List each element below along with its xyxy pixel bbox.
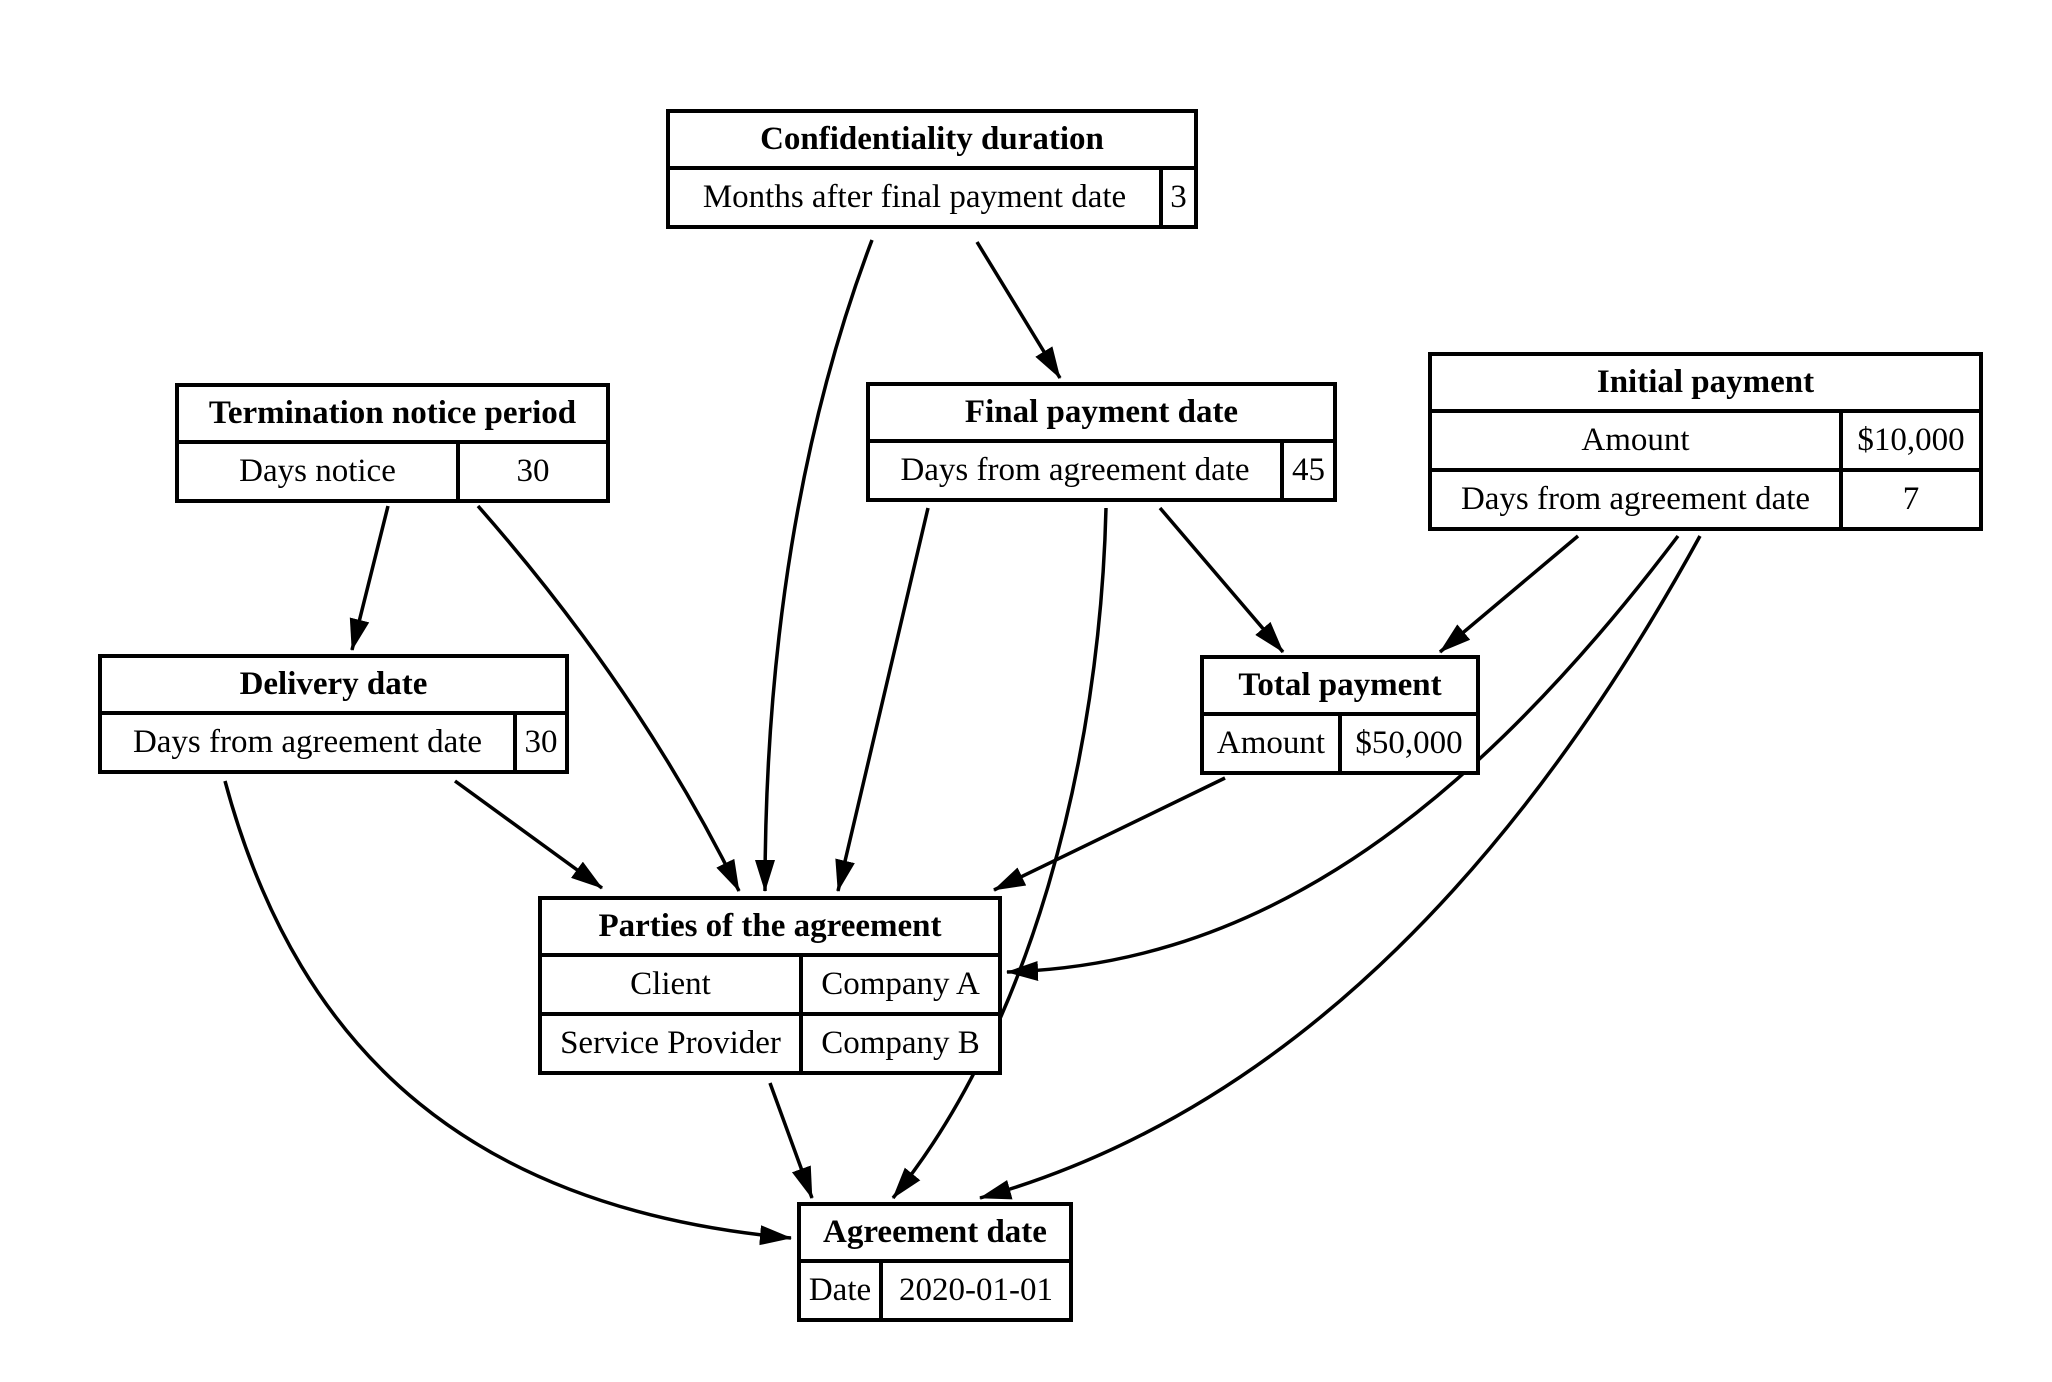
field-label: Days from agreement date: [1460, 481, 1811, 517]
table-row: Amount $50,000: [1204, 716, 1476, 771]
field-value: Company A: [799, 957, 998, 1012]
table-row: Days notice 30: [179, 444, 606, 499]
field-label: Days from agreement date: [132, 724, 483, 760]
node-title: Termination notice period: [179, 387, 606, 444]
node-parties-of-the-agreement: Parties of the agreement Client Company …: [538, 896, 1002, 1075]
table-row: Days from agreement date 7: [1432, 468, 1979, 527]
table-row: Months after final payment date 3: [670, 170, 1194, 225]
field-label: Amount: [1216, 725, 1326, 761]
field-label: Days notice: [239, 453, 396, 489]
field-label: Date: [808, 1272, 872, 1308]
node-confidentiality-duration: Confidentiality duration Months after fi…: [666, 109, 1198, 229]
edge-initial-payment-to-total-payment: [1438, 534, 1580, 654]
edge-total-payment-to-parties: [993, 776, 1226, 892]
field-label: Client: [630, 966, 711, 1002]
edge-delivery-to-parties: [453, 779, 604, 890]
node-title: Parties of the agreement: [542, 900, 998, 957]
node-agreement-date: Agreement date Date 2020-01-01: [797, 1202, 1073, 1322]
field-label: Service Provider: [560, 1025, 781, 1061]
edge-delivery-to-agreement: [223, 780, 792, 1246]
node-title: Confidentiality duration: [670, 113, 1194, 170]
node-title: Delivery date: [102, 658, 565, 715]
field-value: Company B: [799, 1016, 998, 1071]
edge-final-payment-to-total-payment: [1158, 506, 1285, 654]
field-value: 7: [1839, 472, 1979, 527]
node-title: Initial payment: [1432, 356, 1979, 413]
field-value: 45: [1280, 443, 1333, 498]
edge-final-payment-to-agreement: [891, 507, 1108, 1200]
node-delivery-date: Delivery date Days from agreement date 3…: [98, 654, 569, 774]
field-value: 30: [456, 444, 606, 499]
table-row: Client Company A: [542, 957, 998, 1012]
table-row: Days from agreement date 45: [870, 443, 1333, 498]
edge-confidentiality-to-parties: [755, 239, 874, 892]
edge-initial-payment-to-agreement: [979, 535, 1702, 1200]
edge-initial-payment-to-parties: [1006, 534, 1680, 982]
node-termination-notice-period: Termination notice period Days notice 30: [175, 383, 610, 503]
field-value: $10,000: [1839, 413, 1979, 468]
table-row: Date 2020-01-01: [801, 1263, 1069, 1318]
field-label: Days from agreement date: [900, 452, 1250, 488]
field-value: 2020-01-01: [879, 1263, 1069, 1318]
node-total-payment: Total payment Amount $50,000: [1200, 655, 1480, 775]
node-initial-payment: Initial payment Amount $10,000 Days from…: [1428, 352, 1983, 531]
edge-parties-to-agreement: [768, 1082, 814, 1199]
edge-termination-to-parties: [476, 504, 741, 892]
table-row: Service Provider Company B: [542, 1012, 998, 1071]
node-title: Total payment: [1204, 659, 1476, 716]
table-row: Amount $10,000: [1432, 413, 1979, 468]
field-label: Months after final payment date: [702, 179, 1127, 215]
field-value: $50,000: [1338, 716, 1476, 771]
field-value: 3: [1159, 170, 1194, 225]
edge-confidentiality-to-final-payment: [975, 241, 1062, 379]
edge-final-payment-to-parties: [835, 507, 930, 892]
node-final-payment-date: Final payment date Days from agreement d…: [866, 382, 1337, 502]
field-value: 30: [513, 715, 565, 770]
node-title: Agreement date: [801, 1206, 1069, 1263]
edge-termination-to-delivery: [349, 505, 390, 651]
table-row: Days from agreement date 30: [102, 715, 565, 770]
field-label: Amount: [1581, 422, 1690, 458]
node-title: Final payment date: [870, 386, 1333, 443]
